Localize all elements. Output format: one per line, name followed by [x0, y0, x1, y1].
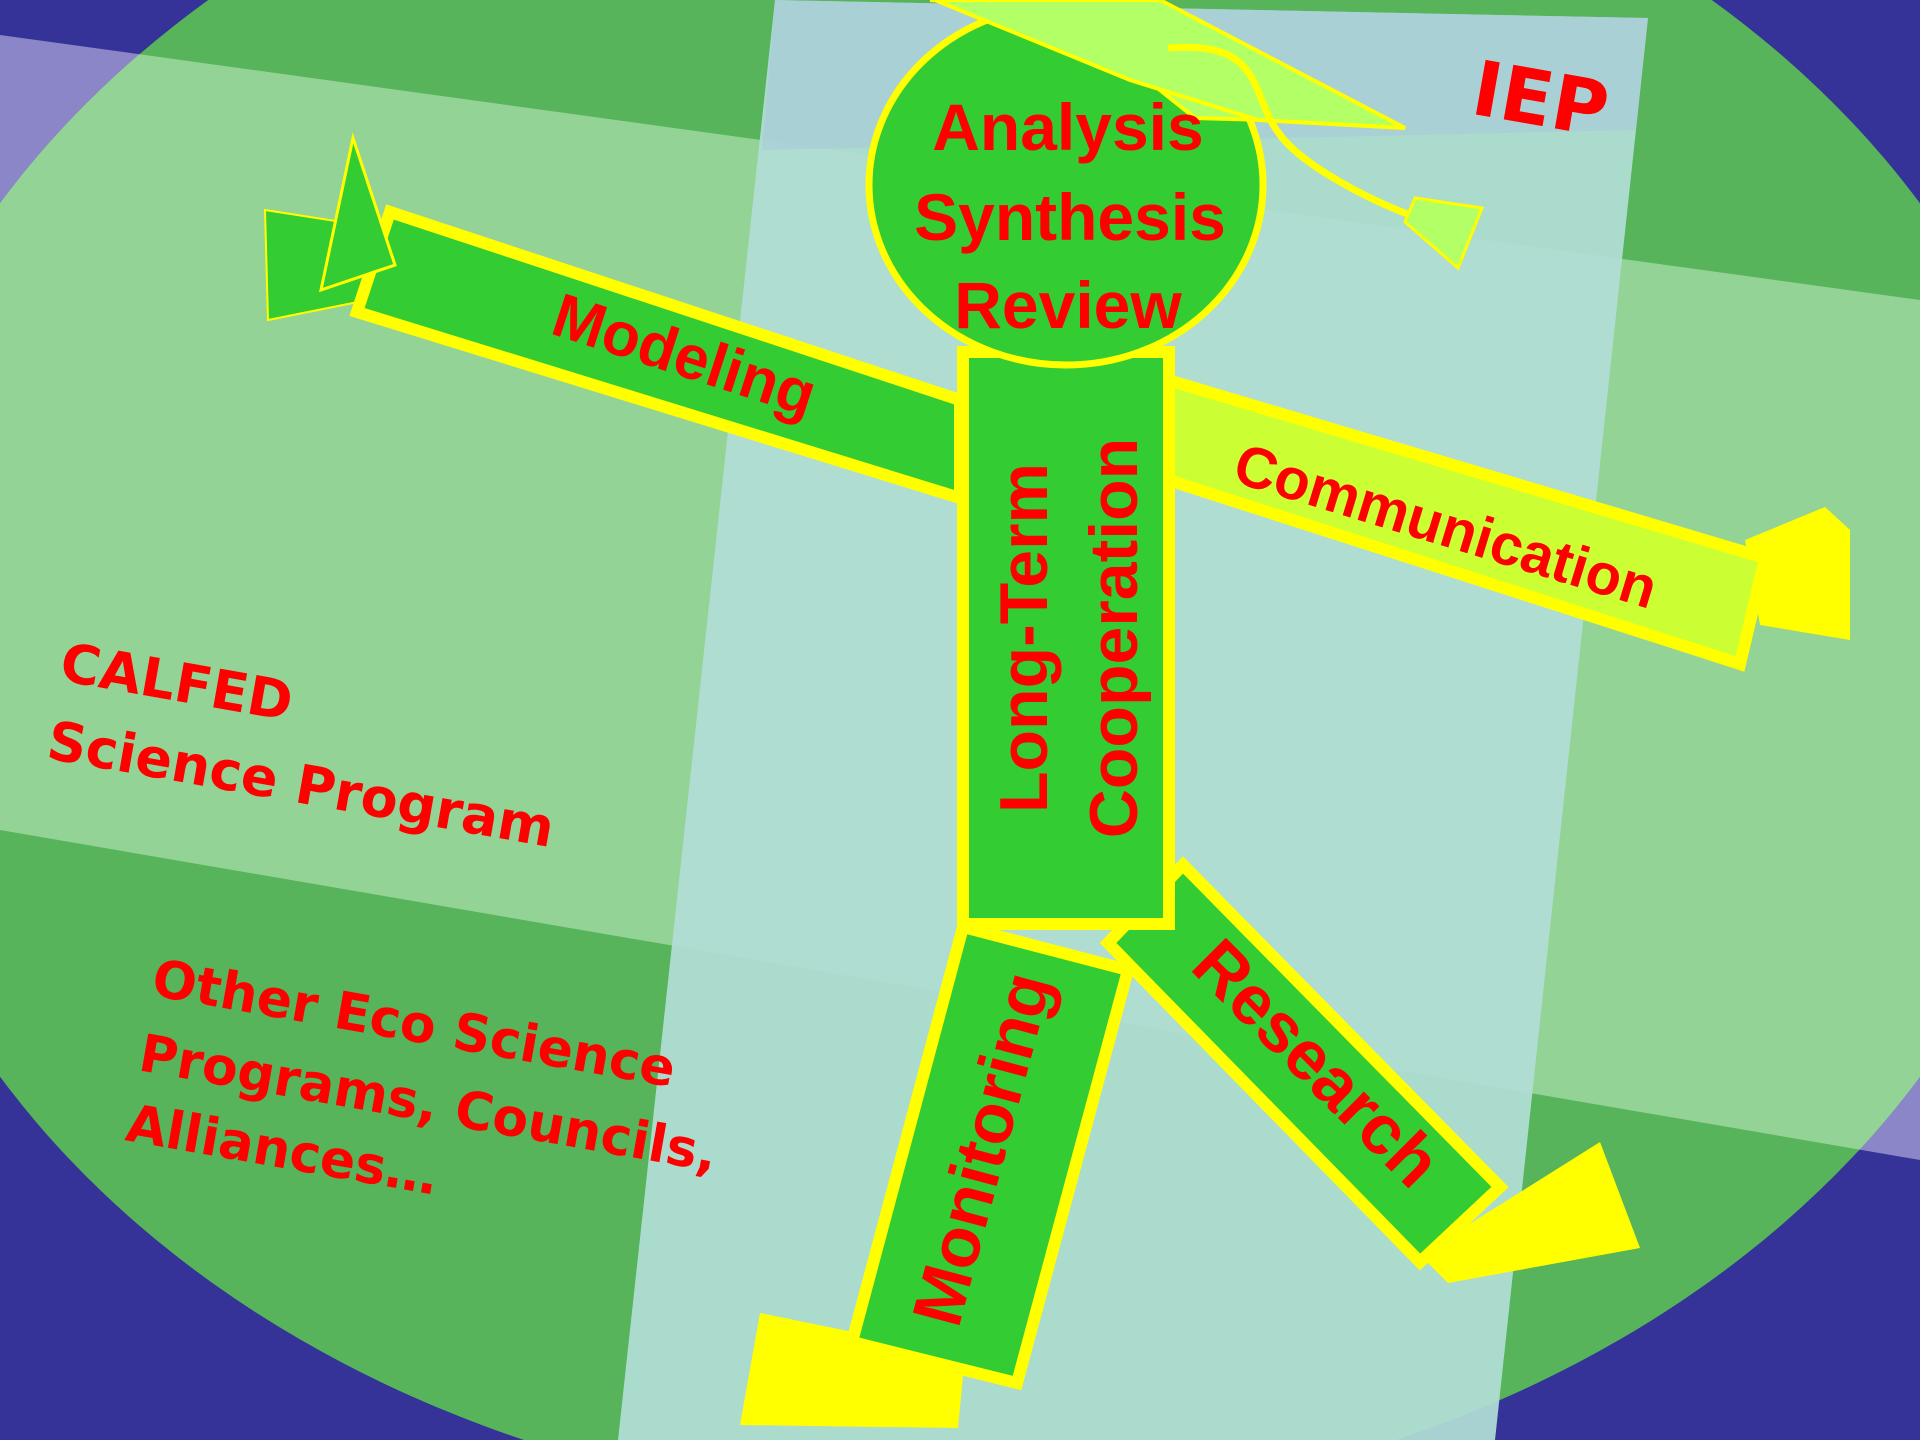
head-line-review: Review [954, 268, 1182, 342]
left-leg [844, 919, 1136, 1391]
tassel-end [1403, 196, 1485, 271]
right-hand [1745, 507, 1850, 640]
body-line-long-term: Long-Term [986, 463, 1062, 813]
body-line-cooperation: Cooperation [1076, 438, 1152, 838]
head-line-analysis: Analysis [932, 90, 1203, 164]
body [957, 346, 1175, 930]
left-thumb [318, 132, 397, 293]
left-foot [740, 1313, 965, 1428]
right-foot [1420, 1142, 1640, 1283]
cap-tassel [1167, 43, 1412, 219]
head-line-synthesis: Synthesis [914, 180, 1226, 254]
cap-board [934, 0, 1406, 130]
